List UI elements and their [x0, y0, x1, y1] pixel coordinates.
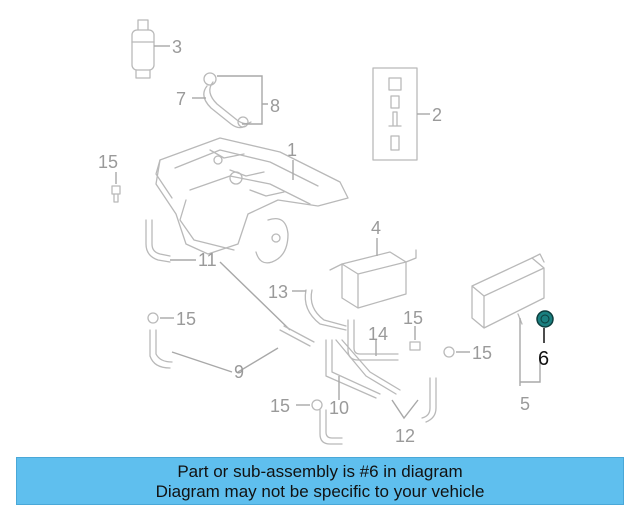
part-14-hose: 14	[347, 319, 399, 361]
callout-10: 10	[329, 398, 349, 418]
part-7-hose: 7 8	[176, 72, 280, 129]
part-15b-bolt: 15	[147, 309, 196, 329]
callout-6: 6	[538, 348, 549, 370]
part-9-hose: 9	[149, 325, 315, 382]
callout-15b: 15	[176, 309, 196, 329]
callout-7: 7	[176, 89, 186, 109]
callout-15c: 15	[403, 308, 423, 328]
callout-13: 13	[268, 282, 288, 302]
callout-3: 3	[172, 37, 182, 57]
callout-12: 12	[395, 426, 415, 446]
part-15e-bolt: 15	[270, 396, 323, 416]
part-5-canister: 5	[471, 253, 545, 414]
part-6-cap: 6	[536, 310, 554, 370]
part-12-hose: 12	[335, 339, 437, 446]
callout-9: 9	[234, 362, 244, 382]
callout-8: 8	[270, 96, 280, 116]
part-15c-bolt: 15	[403, 308, 423, 351]
part-1-subframe: 1	[155, 137, 349, 264]
callout-15a: 15	[98, 152, 118, 172]
part-15a-bolt: 15	[98, 152, 121, 203]
callout-1: 1	[287, 140, 297, 160]
banner-line-2: Diagram may not be specific to your vehi…	[155, 482, 485, 501]
part-10-hose: 10	[319, 339, 381, 445]
part-11-hose: 11	[145, 219, 291, 331]
callout-5: 5	[520, 394, 530, 414]
part-3-filter: 3	[131, 19, 182, 79]
banner-line-1: Part or sub-assembly is #6 in diagram	[177, 462, 463, 481]
part-2-hardware-kit: 2	[372, 67, 442, 161]
part-4-module: 4	[329, 218, 417, 309]
callout-15e: 15	[270, 396, 290, 416]
part-13-hose: 13	[268, 282, 347, 331]
callout-4: 4	[371, 218, 381, 238]
callout-15d: 15	[472, 343, 492, 363]
callout-2: 2	[432, 105, 442, 125]
callout-14: 14	[368, 324, 388, 344]
callout-11: 11	[198, 250, 217, 270]
info-banner: Part or sub-assembly is #6 in diagram Di…	[16, 457, 624, 505]
part-15d-bolt: 15	[443, 343, 492, 363]
